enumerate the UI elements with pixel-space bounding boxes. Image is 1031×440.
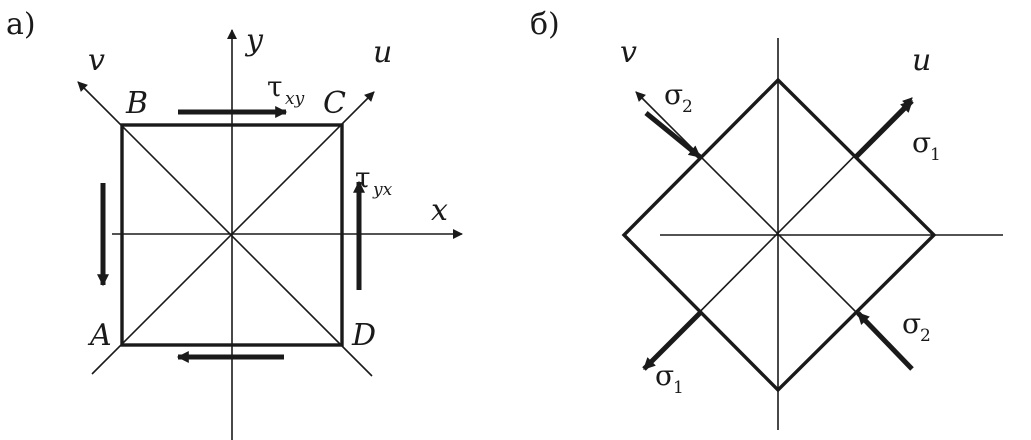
u-axis: [91, 91, 375, 375]
panel-b-label: б): [530, 7, 560, 42]
v-axis-label-b: v: [620, 35, 637, 70]
sigma2-arrow-upper: [644, 111, 702, 159]
tau-yx-subscript: yx: [372, 180, 393, 200]
sigma2-upper-symbol: σ: [664, 78, 683, 111]
tau-yx-symbol: τ: [355, 161, 371, 194]
corner-a-label: A: [87, 318, 112, 353]
sigma1-arrow-upper: [854, 99, 914, 159]
sigma2-lower-subscript: 2: [920, 326, 931, 346]
y-axis-label: y: [244, 23, 264, 58]
u-axis-label-b: u: [912, 43, 931, 78]
panel-a: а) y x u v A B C D τ xy τ yx: [6, 7, 463, 440]
tau-xy-symbol: τ: [267, 70, 283, 103]
sigma2-arrow-lower: [856, 311, 914, 371]
corner-d-label: D: [351, 318, 376, 353]
sigma1-upper-subscript: 1: [930, 145, 941, 165]
panel-a-label: а): [6, 7, 36, 42]
corner-b-label: B: [125, 86, 148, 121]
sigma2-lower-symbol: σ: [902, 307, 921, 340]
panel-b: б) v u σ 2 σ 1 σ 1 σ 2: [530, 7, 1003, 430]
rotated-element-diamond: [621, 77, 937, 393]
v-axis: [77, 81, 373, 377]
x-axis-label: x: [431, 193, 448, 228]
sigma1-arrow-lower: [642, 311, 702, 371]
sigma2-upper-subscript: 2: [682, 97, 693, 117]
sigma1-lower-subscript: 1: [673, 378, 684, 398]
sigma1-upper-symbol: σ: [912, 126, 931, 159]
tau-xy-subscript: xy: [285, 89, 305, 109]
v-axis-label: v: [88, 43, 105, 78]
corner-c-label: C: [323, 86, 346, 121]
sigma1-lower-symbol: σ: [655, 359, 674, 392]
element-square-abcd: [120, 123, 344, 347]
u-axis-label: u: [373, 35, 392, 70]
